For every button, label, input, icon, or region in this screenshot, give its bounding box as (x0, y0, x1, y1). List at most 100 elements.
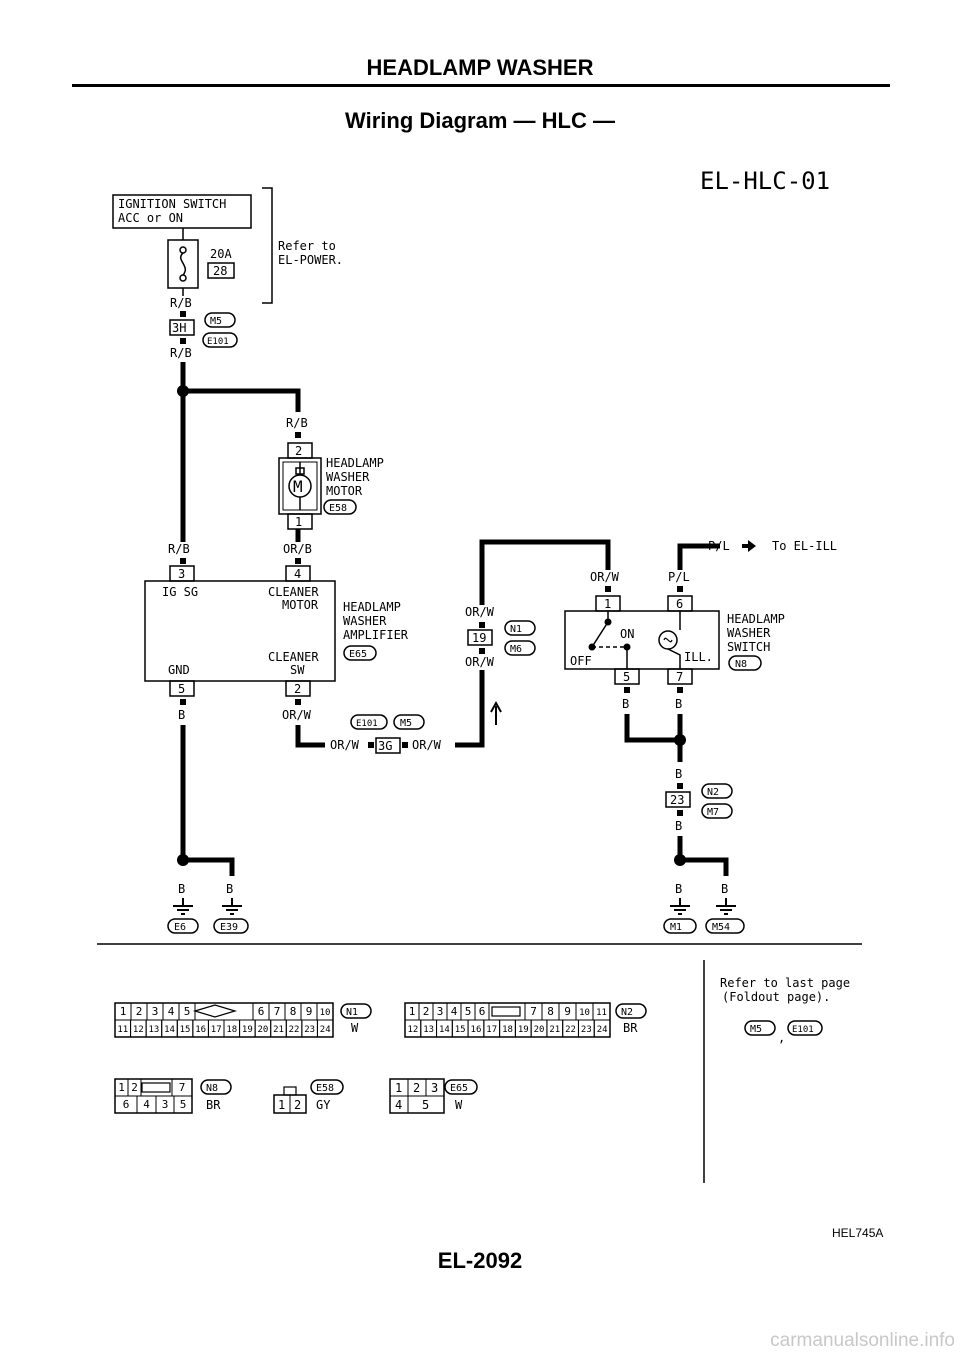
svg-text:ON: ON (620, 627, 634, 641)
amplifier-label-2: WASHER (343, 614, 387, 628)
svg-text:6: 6 (676, 597, 683, 611)
ignition-switch-state: ACC or ON (118, 211, 183, 225)
pin-cell (593, 1019, 611, 1038)
pin-number: 10 (320, 1008, 331, 1018)
connector-e39: E39 (220, 922, 238, 933)
svg-text:3: 3 (178, 567, 185, 581)
pin-number: 5 (465, 1005, 472, 1018)
svg-text:3: 3 (431, 1081, 438, 1095)
wire-label-b-m1: B (675, 882, 682, 896)
washer-motor: 2 M 1 (278, 442, 322, 530)
connector-e65: E65 (349, 649, 367, 660)
pin-number: 2 (131, 1081, 138, 1094)
pin-number: 4 (168, 1005, 175, 1018)
pin-number: 5 (180, 1098, 187, 1111)
direction-arrow (490, 700, 502, 725)
svg-text:4: 4 (294, 567, 301, 581)
connector-e101-b: E101 (356, 719, 378, 729)
pin-number: 23 (304, 1025, 315, 1035)
connector-n2: N2 (707, 787, 719, 798)
wire-label-b-n2-top: B (675, 767, 682, 781)
svg-text:1: 1 (278, 1098, 285, 1112)
wire-label-b-e39: B (226, 882, 233, 896)
terminal-23: 23 (670, 793, 684, 807)
connector-view-n2-color: BR (623, 1021, 638, 1035)
pin-number: 21 (273, 1025, 284, 1035)
pin-number: 12 (133, 1025, 144, 1035)
svg-text:GND: GND (168, 663, 190, 677)
pin-number: 11 (117, 1025, 128, 1035)
pin-number: 1 (409, 1005, 416, 1018)
refer-last-page: Refer to last page (720, 976, 850, 990)
pin-number: 10 (579, 1008, 590, 1018)
motor-label-3: MOTOR (326, 484, 363, 498)
svg-text:1: 1 (295, 515, 302, 529)
motor-label-2: WASHER (326, 470, 370, 484)
connector-view-e58-color: GY (316, 1098, 331, 1112)
pin-number: 6 (479, 1005, 486, 1018)
refer-separator: , (778, 1031, 785, 1045)
pin-number: 7 (179, 1081, 186, 1094)
wire-label-orw-n1-top: OR/W (465, 605, 495, 619)
pin-number: 13 (149, 1025, 160, 1035)
pin-number: 2 (136, 1005, 143, 1018)
wire-label-b-amp: B (178, 708, 185, 722)
wire-label-orw-n1-bottom: OR/W (465, 655, 495, 669)
wire-label-rb-2: R/B (170, 346, 192, 360)
pin-number: 20 (258, 1025, 269, 1035)
switch-label-2: WASHER (727, 626, 771, 640)
connector-view-m5: M5 (750, 1024, 762, 1035)
pin-number: 17 (486, 1025, 497, 1035)
pin-number: 9 (564, 1005, 571, 1018)
wire-label-rb-1: R/B (170, 296, 192, 310)
svg-text:7: 7 (676, 670, 683, 684)
pin-number: 14 (439, 1025, 450, 1035)
pin-number: 4 (143, 1098, 150, 1111)
wire-label-rb-motor: R/B (286, 416, 308, 430)
pin-number: 20 (534, 1025, 545, 1035)
diagram-title: Wiring Diagram — HLC — (345, 108, 615, 133)
pin-number: 1 (120, 1005, 127, 1018)
svg-text:OFF: OFF (570, 654, 592, 668)
fuse-number: 28 (213, 264, 227, 278)
svg-text:SW: SW (290, 663, 305, 677)
connector-view-n1-label: N1 (346, 1007, 358, 1018)
pin-number: 8 (547, 1005, 554, 1018)
motor-label-1: HEADLAMP (326, 456, 384, 470)
refer-to-power: EL-POWER. (278, 253, 343, 267)
connector-e101: E101 (207, 337, 229, 347)
amplifier-label-1: HEADLAMP (343, 600, 401, 614)
page-number: EL-2092 (437, 1248, 523, 1273)
pin-number: 24 (320, 1025, 331, 1035)
svg-text:CLEANER: CLEANER (268, 585, 319, 599)
page-header: HEADLAMP WASHER (366, 55, 594, 80)
connector-m54: M54 (712, 922, 730, 933)
pin-number: 16 (471, 1025, 482, 1035)
pin-number: 11 (596, 1008, 607, 1018)
pin-number: 3 (162, 1098, 169, 1111)
terminal-3h: 3H (172, 321, 186, 335)
wire-label-b-n2-bottom: B (675, 819, 682, 833)
header-rule (72, 84, 890, 87)
pin-number: 22 (289, 1025, 300, 1035)
pin-number: 16 (195, 1025, 206, 1035)
pin-number: 3 (437, 1005, 444, 1018)
wire-label-orb: OR/B (283, 542, 312, 556)
connector-view-n8-color: BR (206, 1098, 221, 1112)
pin-number: 22 (565, 1025, 576, 1035)
refer-foldout: (Foldout page). (722, 990, 830, 1004)
svg-text:2: 2 (294, 1098, 301, 1112)
svg-text:5: 5 (178, 682, 185, 696)
pin-number: 18 (226, 1025, 237, 1035)
switch-label-3: SWITCH (727, 640, 770, 654)
refer-to-label: Refer to (278, 239, 336, 253)
terminal-19: 19 (472, 631, 486, 645)
washer-switch: ON OFF ILL. (564, 610, 720, 670)
connector-m5-b: M5 (400, 718, 412, 729)
connector-view-n1-color: W (351, 1021, 359, 1035)
to-ill-arrow (742, 540, 756, 552)
motor-symbol: M (293, 477, 303, 496)
